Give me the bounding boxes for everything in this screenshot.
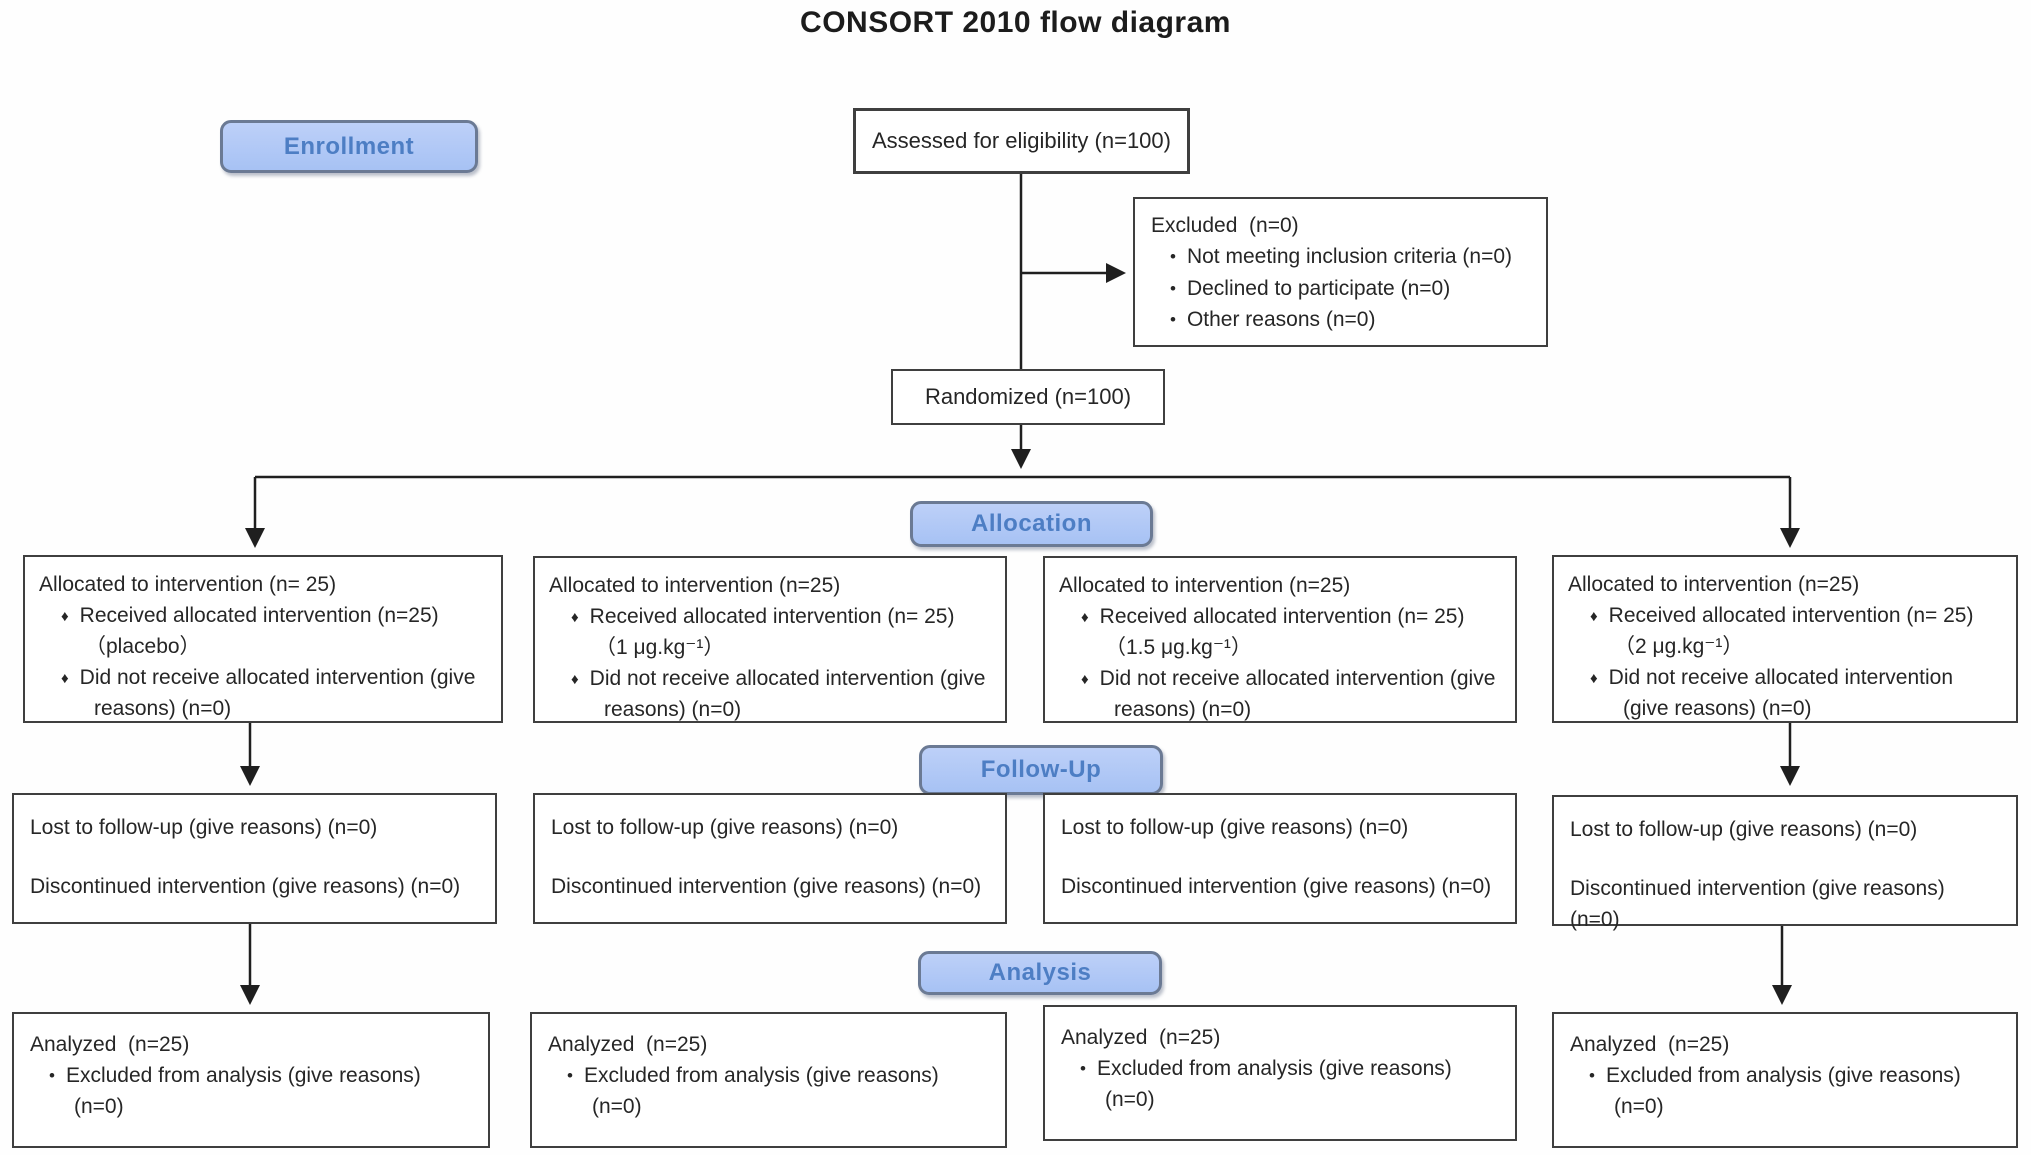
followup-discontinued: Discontinued intervention (give reasons)… xyxy=(1570,877,1951,931)
analysis-badge: Analysis xyxy=(918,951,1162,995)
allocation-received: ♦Received allocated intervention (n= 25) xyxy=(1590,604,1974,628)
allocation-not-received: ♦Did not receive allocated intervention … xyxy=(1081,667,1502,721)
followup-box-2: Lost to follow-up (give reasons) (n=0) D… xyxy=(533,793,1007,924)
followup-badge: Follow-Up xyxy=(919,745,1163,795)
allocation-title: Allocated to intervention (n=25) xyxy=(549,574,841,597)
assessed-box: Assessed for eligibility (n=100) xyxy=(853,108,1190,174)
bullet-icon: • xyxy=(1170,247,1176,267)
analysis-box-4: Analyzed (n=25) •Excluded from analysis … xyxy=(1552,1012,2018,1148)
allocation-dose: （placebo） xyxy=(85,634,201,658)
excluded-title: Excluded (n=0) xyxy=(1151,214,1299,237)
bullet-icon: • xyxy=(567,1066,573,1086)
followup-box-3: Lost to follow-up (give reasons) (n=0) D… xyxy=(1043,793,1517,924)
analysis-excluded: •Excluded from analysis (give reasons) (… xyxy=(567,1064,945,1118)
excluded-item: •Declined to participate (n=0) xyxy=(1170,276,1451,300)
analysis-excluded: •Excluded from analysis (give reasons) (… xyxy=(1080,1057,1458,1111)
allocation-dose: （1.5 μg.kg⁻¹） xyxy=(1105,635,1252,659)
analysis-badge-label: Analysis xyxy=(988,959,1092,986)
bullet-icon: • xyxy=(1589,1066,1595,1086)
followup-lost: Lost to follow-up (give reasons) (n=0) xyxy=(30,816,378,839)
randomized-text: Randomized (n=100) xyxy=(924,384,1132,410)
bullet-icon: ♦ xyxy=(571,671,579,689)
followup-lost: Lost to follow-up (give reasons) (n=0) xyxy=(1570,818,1918,841)
bullet-icon: ♦ xyxy=(1081,671,1089,689)
allocation-received: ♦Received allocated intervention (n= 25) xyxy=(1081,605,1465,629)
analysis-excluded: •Excluded from analysis (give reasons) (… xyxy=(1589,1064,1967,1118)
allocation-box-1: Allocated to intervention (n= 25) ♦Recei… xyxy=(23,555,503,723)
followup-discontinued: Discontinued intervention (give reasons)… xyxy=(551,875,982,899)
followup-lost: Lost to follow-up (give reasons) (n=0) xyxy=(1061,816,1409,839)
followup-box-1: Lost to follow-up (give reasons) (n=0) D… xyxy=(12,793,497,924)
excluded-item: •Other reasons (n=0) xyxy=(1170,308,1376,332)
page-title: CONSORT 2010 flow diagram xyxy=(800,6,1231,39)
allocation-title: Allocated to intervention (n=25) xyxy=(1568,573,1860,596)
allocation-badge-label: Allocation xyxy=(970,510,1092,537)
analysis-title: Analyzed (n=25) xyxy=(1570,1033,1730,1056)
allocation-received: ♦Received allocated intervention (n= 25) xyxy=(571,605,955,629)
followup-box-4: Lost to follow-up (give reasons) (n=0) D… xyxy=(1552,795,2018,931)
allocation-not-received: ♦Did not receive allocated intervention … xyxy=(571,667,992,721)
allocation-badge: Allocation xyxy=(910,501,1153,547)
allocation-dose: （1 μg.kg⁻¹） xyxy=(595,635,725,659)
allocation-received: ♦Received allocated intervention (n=25) xyxy=(61,604,439,628)
bullet-icon: ♦ xyxy=(1590,670,1598,688)
bullet-icon: ♦ xyxy=(61,670,69,688)
bullet-icon: ♦ xyxy=(61,608,69,626)
allocation-box-2: Allocated to intervention (n=25) ♦Receiv… xyxy=(533,556,1007,723)
bullet-icon: • xyxy=(1170,310,1176,330)
allocation-dose: （2 μg.kg⁻¹） xyxy=(1614,634,1744,658)
analysis-title: Analyzed (n=25) xyxy=(548,1033,708,1056)
analysis-title: Analyzed (n=25) xyxy=(1061,1026,1221,1049)
assessed-text: Assessed for eligibility (n=100) xyxy=(872,128,1171,154)
randomized-box: Randomized (n=100) xyxy=(891,369,1165,425)
analysis-box-1: Analyzed (n=25) •Excluded from analysis … xyxy=(12,1012,490,1148)
allocation-title: Allocated to intervention (n= 25) xyxy=(39,573,337,596)
followup-badge-label: Follow-Up xyxy=(980,756,1102,783)
allocation-not-received: ♦Did not receive allocated intervention … xyxy=(61,666,482,720)
bullet-icon: • xyxy=(1170,278,1176,298)
analysis-title: Analyzed (n=25) xyxy=(30,1033,190,1056)
allocation-box-4: Allocated to intervention (n=25) ♦Receiv… xyxy=(1552,555,2018,723)
bullet-icon: ♦ xyxy=(571,609,579,627)
analysis-box-2: Analyzed (n=25) •Excluded from analysis … xyxy=(530,1012,1007,1148)
allocation-box-3: Allocated to intervention (n=25) ♦Receiv… xyxy=(1043,556,1517,723)
excluded-item: •Not meeting inclusion criteria (n=0) xyxy=(1170,245,1513,269)
bullet-icon: ♦ xyxy=(1590,608,1598,626)
followup-discontinued: Discontinued intervention (give reasons)… xyxy=(1061,875,1492,899)
bullet-icon: ♦ xyxy=(1081,609,1089,627)
enrollment-badge: Enrollment xyxy=(220,120,478,173)
followup-lost: Lost to follow-up (give reasons) (n=0) xyxy=(551,816,899,839)
bullet-icon: • xyxy=(49,1066,55,1086)
bullet-icon: • xyxy=(1080,1059,1086,1079)
allocation-not-received: ♦Did not receive allocated intervention … xyxy=(1590,666,1959,720)
enrollment-badge-label: Enrollment xyxy=(283,132,415,160)
followup-discontinued: Discontinued intervention (give reasons)… xyxy=(30,875,461,899)
analysis-box-3: Analyzed (n=25) •Excluded from analysis … xyxy=(1043,1005,1517,1141)
allocation-title: Allocated to intervention (n=25) xyxy=(1059,574,1351,597)
analysis-excluded: •Excluded from analysis (give reasons) (… xyxy=(49,1064,427,1118)
excluded-box: Excluded (n=0) •Not meeting inclusion cr… xyxy=(1133,197,1548,347)
